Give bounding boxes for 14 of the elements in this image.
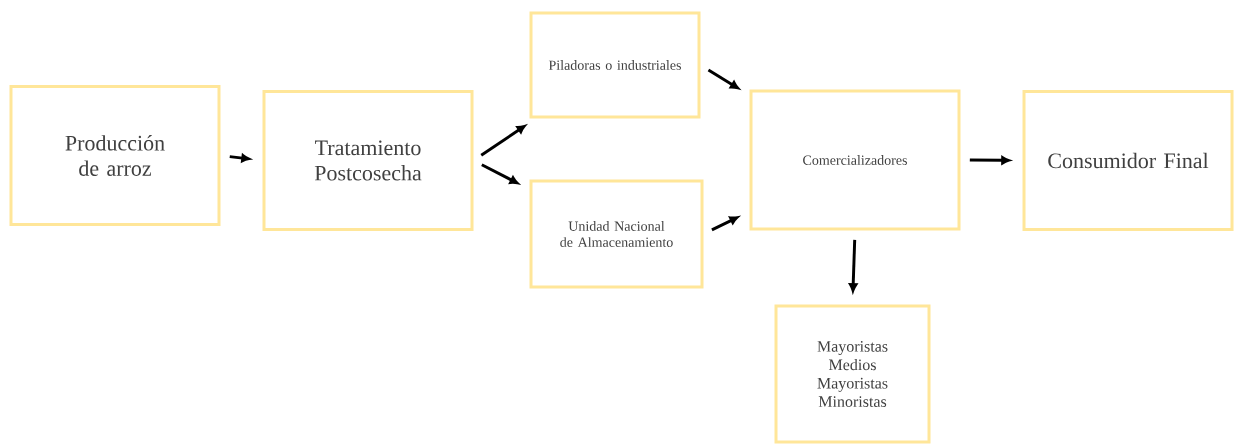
arrow bbox=[707, 68, 740, 90]
arrow bbox=[480, 124, 526, 157]
process-box: Tratamiento Postcosecha bbox=[262, 90, 474, 231]
arrow bbox=[481, 163, 519, 185]
process-box: Mayoristas Medios Mayoristas Minoristas bbox=[774, 304, 931, 444]
arrow bbox=[711, 216, 739, 232]
process-box: Consumidor Final bbox=[1022, 90, 1234, 231]
process-box: Unidad Nacional de Almacenamiento bbox=[529, 179, 704, 289]
arrow bbox=[848, 239, 858, 293]
process-box: Comercializadores bbox=[749, 89, 961, 231]
process-box: Piladoras o industriales bbox=[529, 11, 701, 119]
arrow bbox=[969, 156, 1011, 165]
arrow bbox=[229, 153, 251, 163]
process-box: Producción de arroz bbox=[9, 85, 221, 226]
